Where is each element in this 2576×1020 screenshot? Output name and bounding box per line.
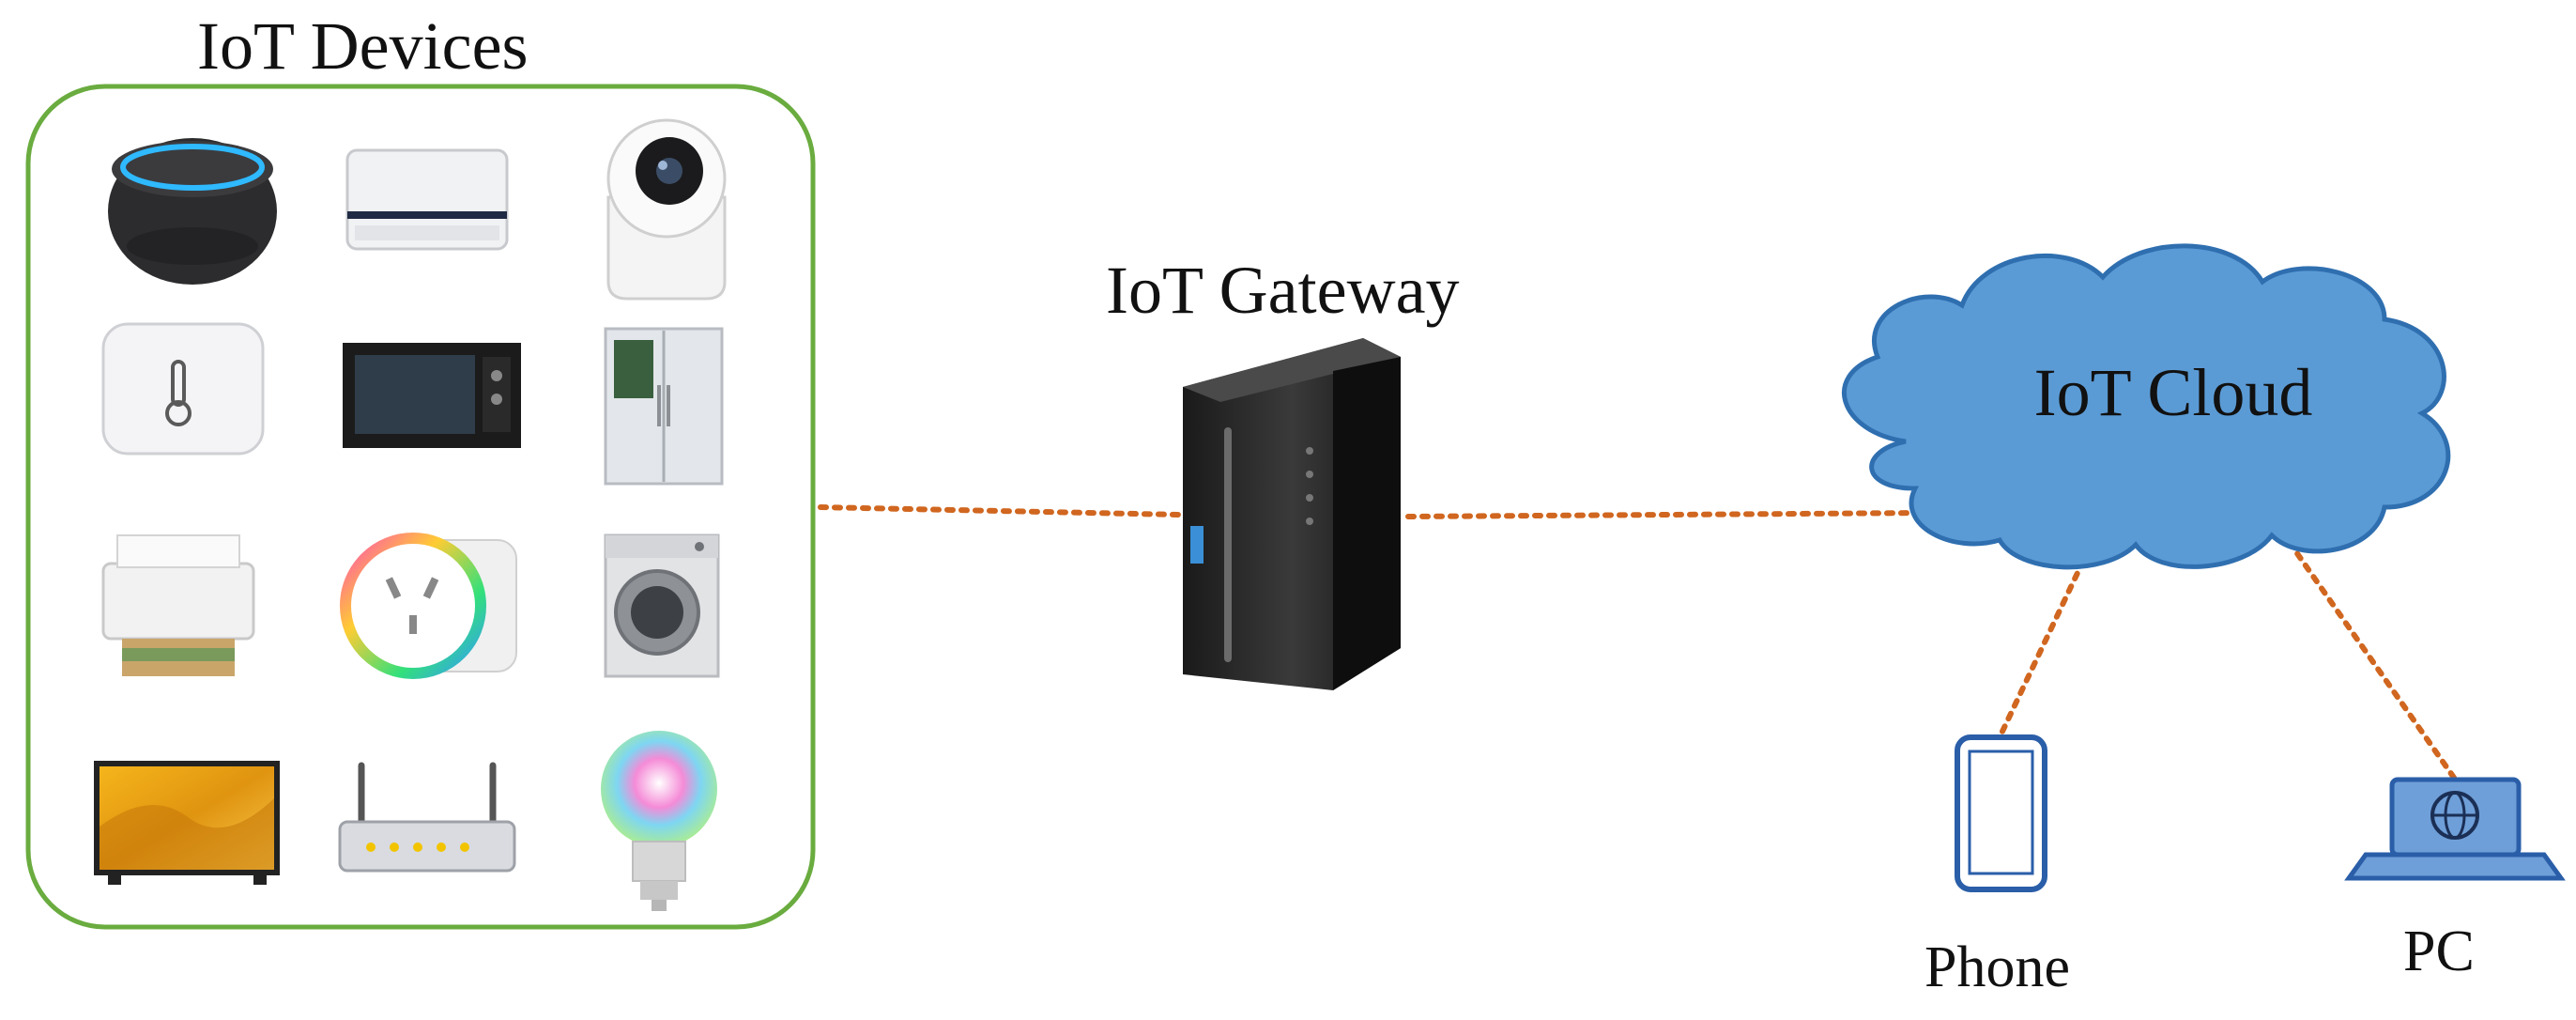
devices-group-title: IoT Devices <box>197 8 529 84</box>
devices-group-border <box>25 84 816 930</box>
air-conditioner-icon <box>345 148 509 251</box>
phone-icon <box>1955 734 2047 892</box>
network-links <box>818 504 2457 780</box>
smart-fridge-icon <box>604 327 724 486</box>
wifi-router-icon <box>338 762 516 873</box>
link-gateway-cloud <box>1405 510 1932 519</box>
smart-bulb-icon <box>601 731 717 911</box>
cloud-icon: IoT Cloud <box>1841 243 2451 570</box>
microwave-oven-icon <box>343 343 521 448</box>
cloud-label: IoT Cloud <box>2034 355 2313 430</box>
temperature-sensor-icon <box>101 322 265 456</box>
link-cloud-pc <box>2278 528 2457 780</box>
link-devices-gateway <box>818 504 1181 518</box>
security-camera-icon <box>606 118 727 301</box>
smart-plug-icon <box>340 533 517 679</box>
laptop-icon <box>2344 777 2566 881</box>
link-cloud-phone <box>1997 533 2098 740</box>
printer-icon <box>101 534 255 676</box>
phone-label: Phone <box>1924 935 2070 999</box>
pc-label: PC <box>2403 920 2475 983</box>
smart-speaker-icon <box>108 138 277 285</box>
smart-tv-icon <box>94 761 280 885</box>
gateway-box-icon <box>1183 338 1401 690</box>
washing-machine-icon <box>604 533 720 678</box>
gateway-title: IoT Gateway <box>1106 253 1460 328</box>
